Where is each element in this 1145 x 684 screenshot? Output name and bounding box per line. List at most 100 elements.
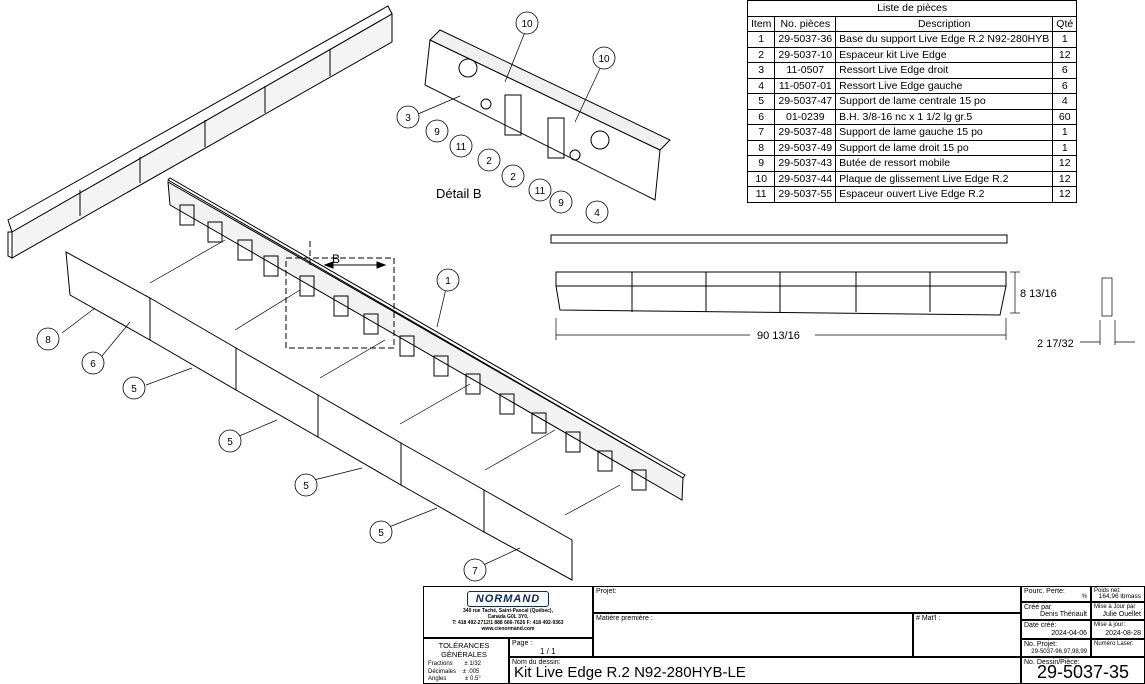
description-cell: Base du support Live Edge R.2 N92-280HYB: [835, 31, 1054, 48]
part-number-cell: 29-5037-43: [774, 155, 837, 172]
drawing-name-cell: Nom du dessin: Kit Live Edge R.2 N92-280…: [509, 657, 1021, 684]
title-block: NORMAND 340 rue Taché, Saint-Pascal (Qué…: [423, 586, 1145, 684]
drawing-number-cell: No. Dessin/Pièce: 29-5037-35: [1021, 657, 1145, 684]
callout-1-label: 1: [445, 276, 451, 287]
detail-callout-11a-label: 11: [456, 142, 467, 153]
callout-7-label: 7: [472, 566, 478, 577]
item-cell: 7: [746, 124, 776, 141]
item-cell: 1: [746, 31, 776, 48]
detail-callout-4-label: 4: [594, 208, 600, 219]
item-cell: 9: [746, 155, 776, 172]
detail-callout-2a: [477, 148, 501, 172]
parts-list-table: Liste de pièces Item No. pièces Descript…: [746, 0, 1078, 203]
detail-callout-3: [396, 105, 420, 129]
front-elevation: [550, 234, 1008, 316]
drawing-number: 29-5037-35: [1036, 662, 1130, 682]
detail-callout-9a: [425, 119, 449, 143]
part-number-cell: 29-5037-55: [774, 186, 837, 203]
description-cell: Ressort Live Edge gauche: [835, 77, 1054, 94]
qty-cell: 1: [1052, 139, 1078, 156]
parts-list-title: Liste de pièces: [746, 0, 1078, 17]
detail-callout-11b-label: 11: [535, 186, 546, 197]
dim-depth: 2 17/32: [1037, 338, 1074, 350]
drawing-name: Kit Live Edge R.2 N92-280HYB-LE: [514, 664, 746, 681]
callout-5d-label: 5: [378, 528, 384, 539]
part-number-cell: 29-5037-36: [774, 31, 837, 48]
company-logo: NORMAND: [466, 591, 550, 607]
dimension-lines: [555, 271, 1135, 345]
callout-7: [463, 558, 487, 582]
description-cell: Butée de ressort mobile: [835, 155, 1054, 172]
part-number-cell: 29-5037-10: [774, 46, 837, 63]
blade-supports: [65, 251, 573, 581]
detail-callout-9b-label: 9: [558, 198, 564, 209]
explode-lines: [149, 239, 621, 516]
qty-cell: 12: [1052, 155, 1078, 172]
net-weight-cell: Poids net: 164,96 lbmass: [1091, 586, 1145, 602]
item-cell: 10: [746, 170, 776, 187]
callout-8: [36, 327, 60, 351]
callout-5c-label: 5: [303, 481, 309, 492]
dim-height: 8 13/16: [1020, 288, 1057, 300]
item-cell: 11: [746, 186, 776, 203]
qty-cell: 4: [1052, 93, 1078, 110]
description-cell: Support de lame gauche 15 po: [835, 124, 1054, 141]
qty-cell: 60: [1052, 108, 1078, 125]
col-description: Description: [835, 15, 1054, 32]
detail-b-view: [424, 29, 671, 201]
description-cell: B.H. 3/8-16 nc x 1 1/2 lg gr.5: [835, 108, 1054, 125]
part-number-cell: 11-0507: [774, 62, 837, 79]
callout-5c: [294, 473, 318, 497]
part-number-cell: 11-0507-01: [774, 77, 837, 94]
qty-cell: 12: [1052, 170, 1078, 187]
detail-callout-4: [585, 200, 609, 224]
detail-callout-9b: [549, 190, 573, 214]
callout-6-label: 6: [90, 359, 96, 370]
item-cell: 8: [746, 139, 776, 156]
leader-lines: [61, 26, 605, 567]
detail-callout-2a-label: 2: [486, 156, 492, 167]
item-cell: 4: [746, 77, 776, 94]
callout-5a: [122, 376, 146, 400]
part-number-cell: 29-5037-48: [774, 124, 837, 141]
laser-number-cell: Numéro Laser:: [1091, 639, 1145, 657]
description-cell: Support de lame droit 15 po: [835, 139, 1054, 156]
detail-callout-10b-label: 10: [598, 54, 610, 65]
detail-callout-9a-label: 9: [434, 127, 440, 138]
detail-callout-2b: [501, 164, 525, 188]
part-number-cell: 29-5037-49: [774, 139, 837, 156]
project-number-cell: No. Projet: 29-5037-96,97,98,99: [1021, 639, 1091, 657]
company-address: 340 rue Taché, Saint-Pascal (Québec), Ca…: [452, 608, 564, 632]
col-qty: Qté: [1052, 15, 1078, 32]
description-cell: Espaceur kit Live Edge: [835, 46, 1054, 63]
col-part-number: No. pièces: [774, 15, 837, 32]
col-item: Item: [746, 15, 776, 32]
date-created-cell: Date créé: 2024-04-06: [1021, 620, 1091, 639]
callout-1: [436, 268, 460, 292]
detail-callout-11b: [528, 178, 552, 202]
qty-cell: 1: [1052, 124, 1078, 141]
updated-by-cell: Mise à Jour par Julie Ouellet: [1091, 602, 1145, 620]
detail-b-frame: [285, 257, 395, 349]
part-number-cell: 29-5037-44: [774, 170, 837, 187]
dim-length: 90 13/16: [757, 330, 800, 342]
loss-percent-cell: Pourc. Perte: %: [1021, 586, 1091, 602]
qty-cell: 12: [1052, 186, 1078, 203]
callout-5d: [369, 520, 393, 544]
qty-cell: 6: [1052, 62, 1078, 79]
item-cell: 6: [746, 108, 776, 125]
view-marker-b: B: [332, 252, 340, 266]
page-cell: Page : 1 / 1: [509, 638, 593, 657]
part-number-cell: 01-0239: [774, 108, 837, 125]
item-cell: 5: [746, 93, 776, 110]
callout-6: [81, 351, 105, 375]
description-cell: Espaceur ouvert Live Edge R.2: [835, 186, 1054, 203]
